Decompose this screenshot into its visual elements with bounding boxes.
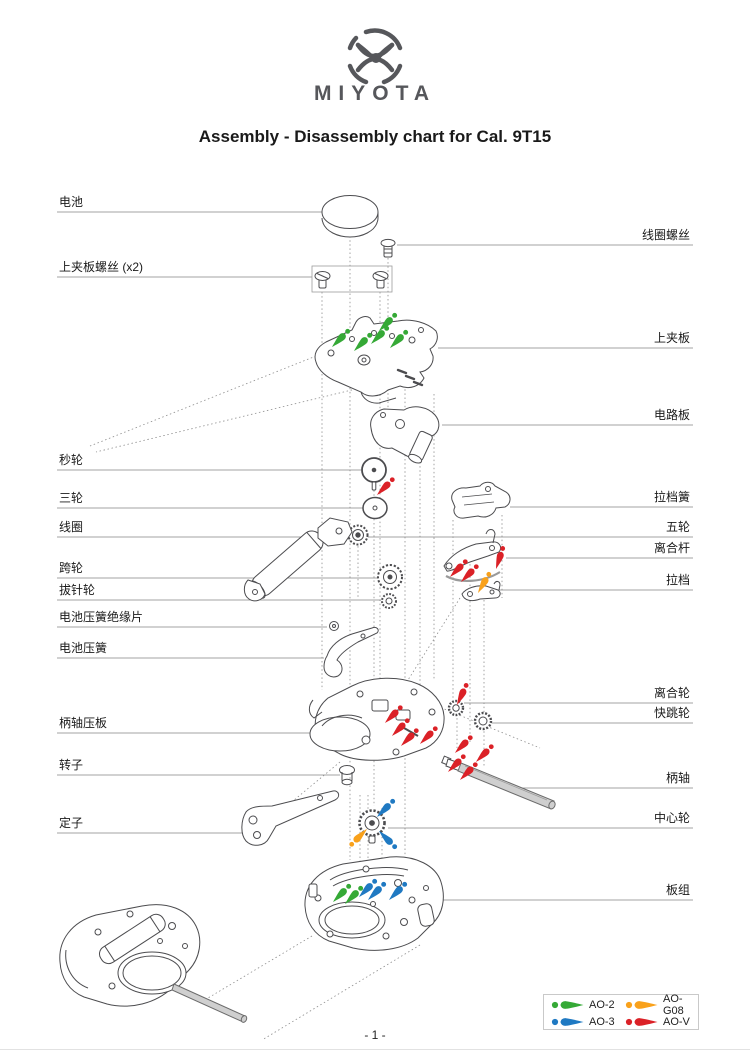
- label-coil: 线圈: [59, 520, 84, 534]
- label-rotor: 转子: [59, 758, 84, 772]
- label-pulling-wheel: 拔针轮: [59, 583, 96, 597]
- label-setting-lever-spring: 拉档簧: [653, 490, 690, 504]
- stator-part: [241, 790, 340, 846]
- second-wheel-part: [361, 457, 387, 491]
- assembled-movement-part: [59, 904, 248, 1023]
- label-circuit-board: 电路板: [653, 408, 690, 422]
- label-bridge-screws: 上夹板螺丝 (x2): [59, 260, 144, 274]
- legend-label: AO-V: [663, 1015, 690, 1028]
- label-battery-insulator: 电池压簧绝缘片: [59, 610, 144, 624]
- coil-part: [243, 517, 353, 602]
- main-plate-part: [304, 856, 444, 951]
- oil-marker-icon: [625, 1000, 658, 1009]
- label-stator: 定子: [59, 816, 84, 830]
- upper-bridge-plate-part: [314, 316, 438, 404]
- label-stem-pressure-plate: 柄轴压板: [59, 716, 108, 730]
- label-stem: 柄轴: [665, 771, 690, 785]
- bridge-screws-part: [311, 265, 393, 293]
- legend-item-aov: AO-V: [624, 1016, 698, 1028]
- legend-item-ao3: AO-3: [550, 1016, 624, 1028]
- stem-pressure-plate-part: [308, 677, 445, 761]
- oil-marker-icon: [551, 1017, 584, 1026]
- label-battery: 电池: [59, 195, 84, 209]
- intermediate-wheel-part: [377, 564, 403, 590]
- label-clutch-wheel: 离合轮: [653, 686, 690, 700]
- quick-corrector-wheel-part: [473, 711, 493, 731]
- third-wheel-part: [362, 496, 388, 520]
- setting-lever-spring-part: [451, 481, 511, 519]
- label-intermediate-wheel: 跨轮: [59, 561, 84, 575]
- label-center-wheel: 中心轮: [653, 811, 690, 825]
- rotor-part: [339, 765, 355, 786]
- legend-item-aog08: AO-G08: [624, 993, 698, 1017]
- battery-spring-part: [323, 627, 379, 678]
- label-main-plate: 板组: [665, 883, 690, 897]
- circuit-board-part: [370, 406, 440, 464]
- battery-part: [321, 195, 379, 238]
- brand-wordmark: MIYOTA: [313, 82, 437, 105]
- label-coil-screw: 线圈螺丝: [641, 228, 690, 242]
- oil-marker-icon: [625, 1017, 658, 1026]
- legend-label: AO-G08: [663, 992, 684, 1017]
- legend-label: AO-2: [589, 998, 615, 1011]
- label-setting-lever: 拉档: [665, 573, 690, 587]
- pulling-wheel-part: [381, 593, 397, 609]
- label-second-wheel: 秒轮: [59, 453, 84, 467]
- legend-label: AO-3: [589, 1015, 615, 1028]
- center-wheel-part: [358, 809, 386, 844]
- fifth-wheel-part: [347, 524, 369, 546]
- battery-insulator-part: [329, 621, 339, 631]
- clutch-lever-part: [443, 529, 502, 582]
- oil-marker-icon: [551, 1000, 584, 1009]
- label-clutch-lever: 离合杆: [653, 541, 690, 555]
- label-quick-corrector-wheel: 快跳轮: [653, 706, 690, 720]
- label-upper-bridge: 上夹板: [653, 331, 690, 345]
- leader-lines-left: [57, 211, 383, 834]
- leader-lines-right: [368, 244, 693, 901]
- page-number: - 1 -: [364, 1028, 386, 1042]
- stem-part: [441, 755, 556, 810]
- page-title: Assembly - Disassembly chart for Cal. 9T…: [198, 127, 552, 146]
- label-fifth-wheel: 五轮: [665, 520, 690, 534]
- legend-item-ao2: AO-2: [550, 999, 624, 1011]
- coil-screw-part: [380, 238, 396, 258]
- miyota-logo-icon: [347, 28, 403, 85]
- oil-legend: AO-2 AO-G08 AO-3: [543, 993, 699, 1030]
- setting-lever-part: [461, 581, 501, 602]
- label-battery-spring: 电池压簧: [59, 641, 108, 655]
- label-third-wheel: 三轮: [59, 491, 84, 505]
- clutch-wheel-part: [447, 699, 465, 717]
- footer-divider: [0, 1049, 750, 1050]
